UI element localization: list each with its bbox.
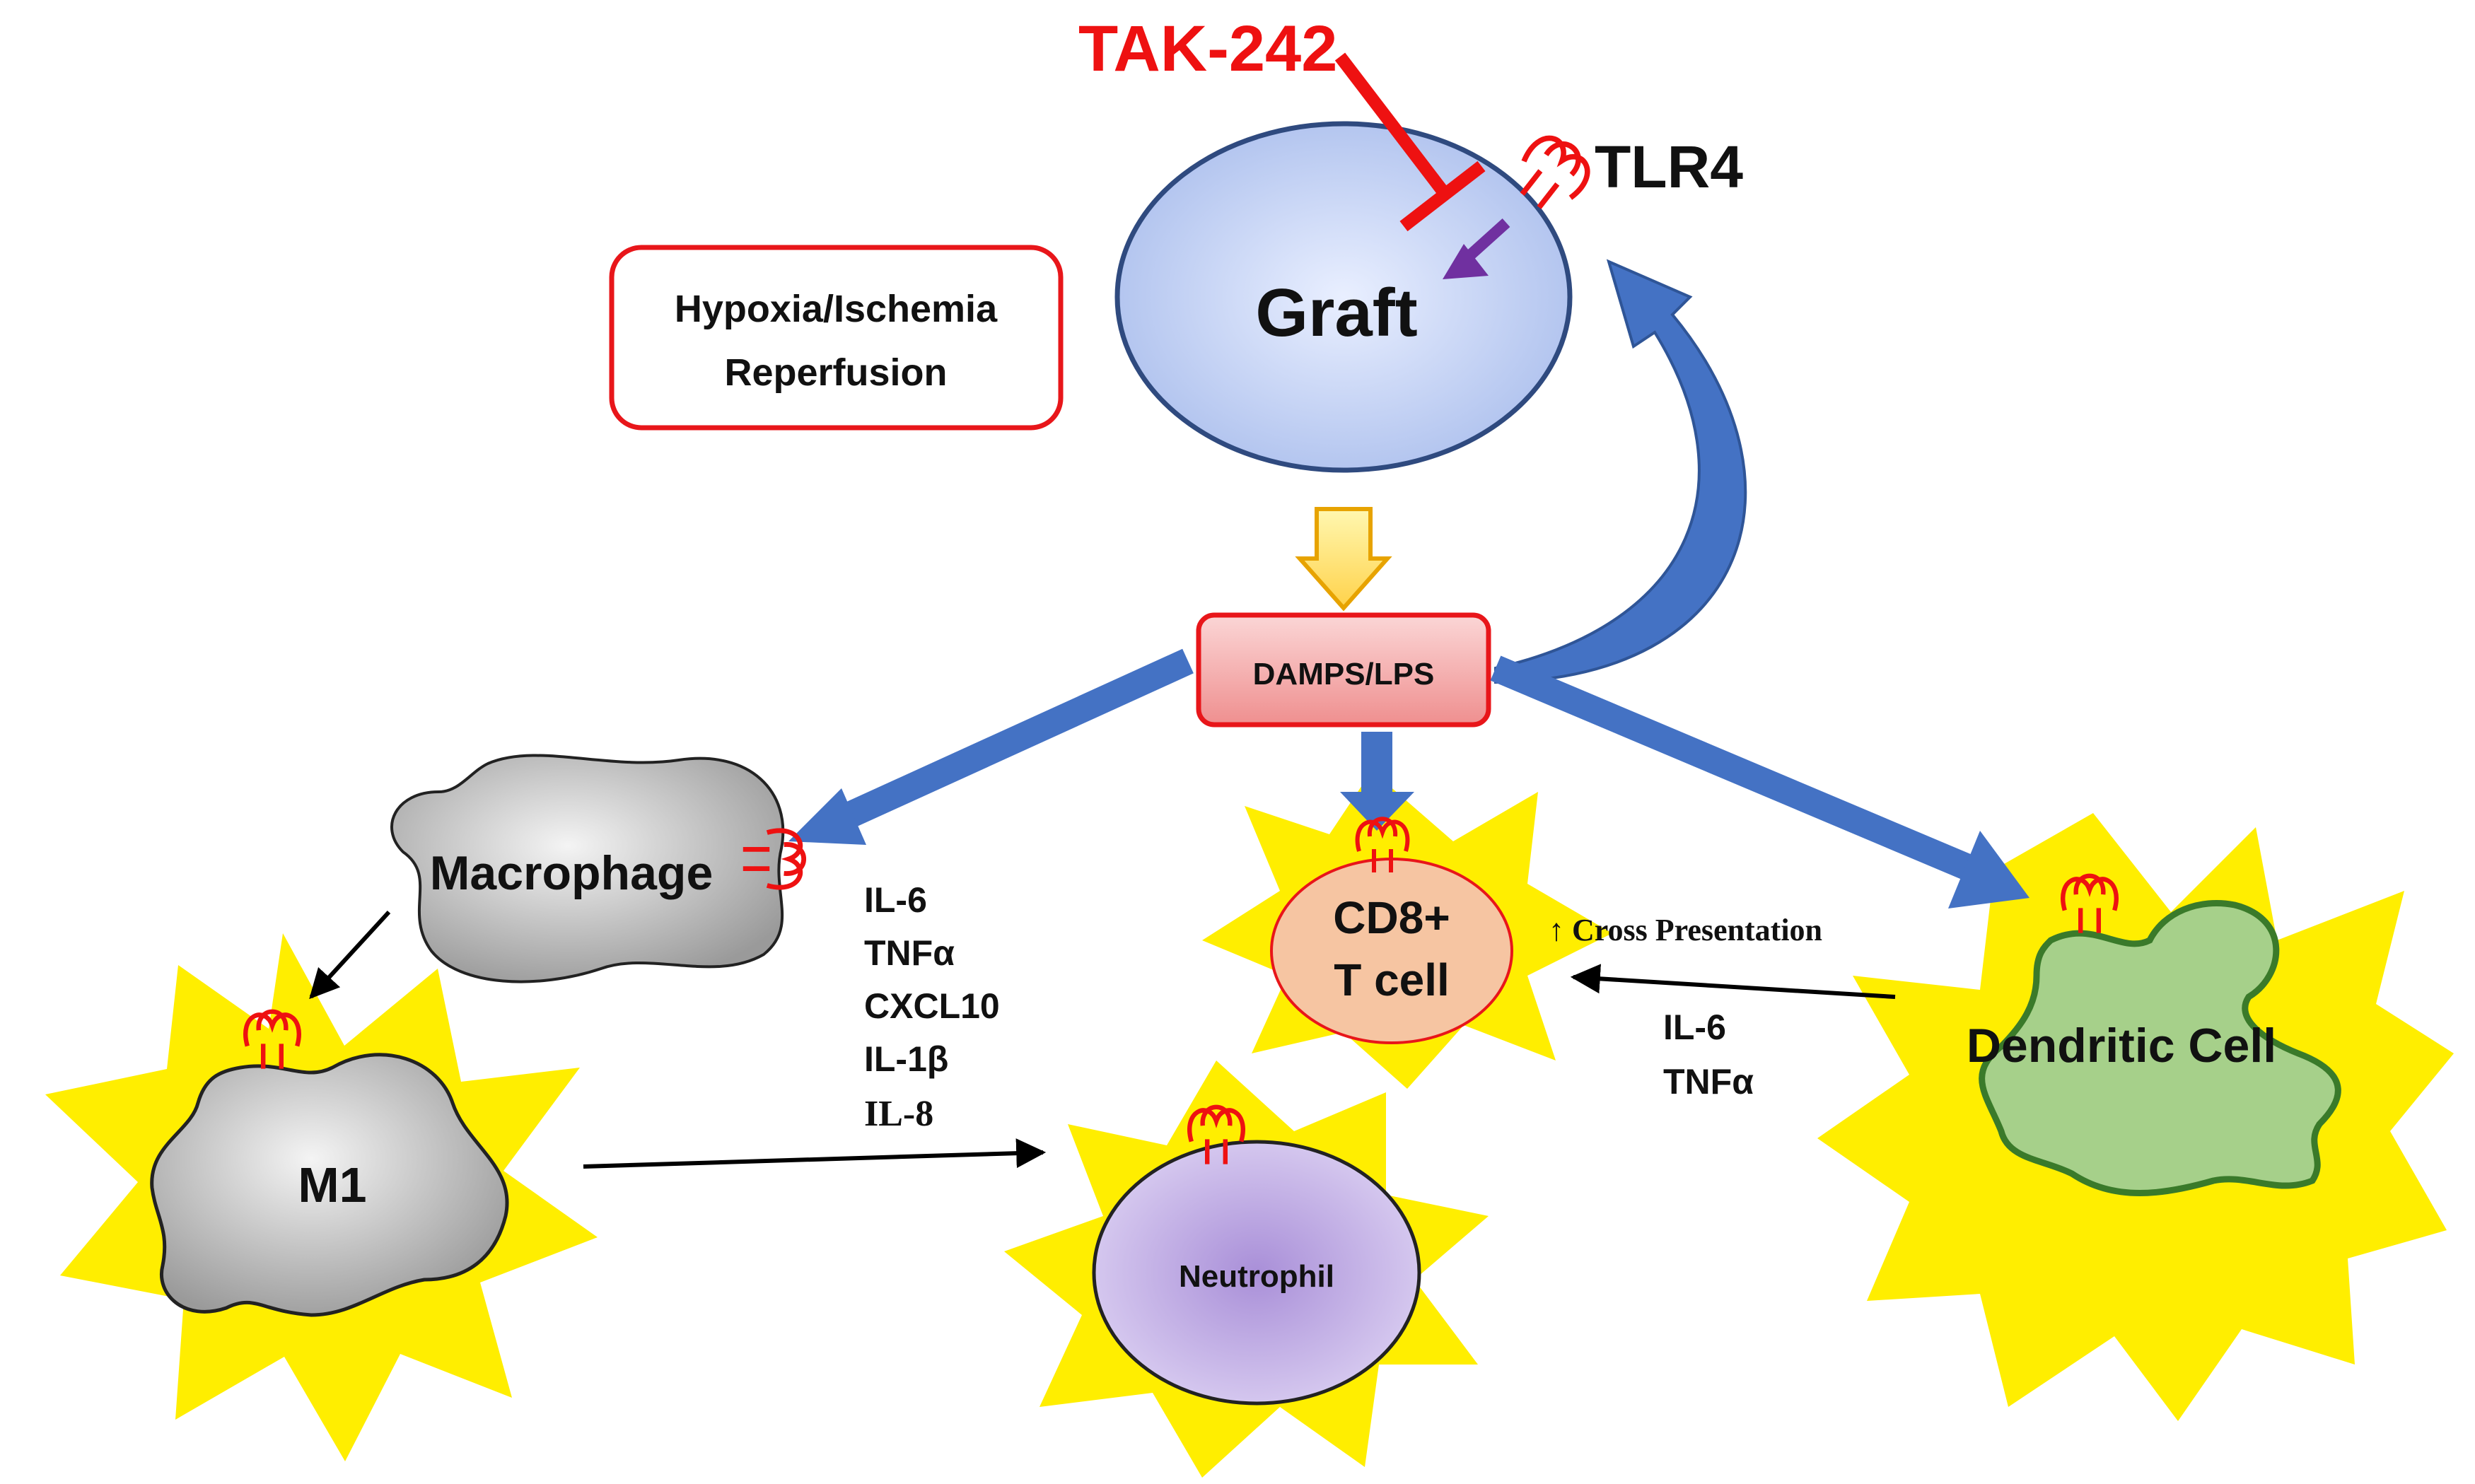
dendritic-to-cd8-arrow [1570,964,1896,999]
cd8-label-line2: T cell [1334,954,1450,1005]
m1-label: M1 [298,1157,366,1213]
damps-to-macrophage-arrow [788,648,1194,845]
condition-box [609,245,1064,431]
damps-lps-box[interactable] [1196,612,1491,728]
cytokine-il1b: IL-1β [864,1039,948,1079]
macrophage-label: Macrophage [430,846,714,900]
dendritic-cytokine-list: IL-6 TNFα [1663,1007,1754,1102]
condition-line1: Hypoxia/Ischemia [675,288,998,330]
tlr4-signal-arrowhead [1443,244,1489,279]
cytokine-cxcl10: CXCL10 [864,986,1000,1026]
neutrophil-cell[interactable] [1092,1140,1421,1406]
graft-to-damps-arrow [1295,507,1392,612]
macrophage-cell[interactable] [390,754,785,983]
m1-cell[interactable] [150,1053,509,1317]
damps-to-dendritic-arrow [1490,655,2030,908]
graft-cell[interactable] [1114,121,1573,473]
cytokine-il6: IL-6 [864,880,927,920]
damps-label: DAMPS/LPS [1253,657,1435,691]
damps-to-graft-feedback-arrow [1494,259,1747,684]
graft-label: Graft [1255,275,1417,351]
tlr4-signal-arrow [1467,218,1510,259]
cytokine-tnfa: TNFα [864,933,955,973]
damps-to-cd8-arrow [1340,732,1414,831]
tlr4-label: TLR4 [1595,134,1743,200]
m1-to-neutrophil-arrow [583,1138,1047,1169]
cytokine-il8: IL-8 [864,1094,933,1134]
dendritic-label: Dendritic Cell [1967,1019,2276,1073]
cd8-label-line1: CD8+ [1333,892,1450,943]
drug-label: TAK-242 [1078,13,1337,85]
neutrophil-label: Neutrophil [1179,1259,1334,1294]
cd8-t-cell[interactable] [1270,858,1513,1044]
dendritic-cell[interactable] [1979,899,2341,1196]
dc-cytokine-il6: IL-6 [1663,1007,1726,1047]
condition-line2: Reperfusion [724,351,947,394]
macrophage-to-m1-arrow [309,910,391,1000]
dc-cytokine-tnfa: TNFα [1663,1062,1754,1102]
cross-presentation-label: ↑ Cross Presentation [1549,913,1822,947]
tak242-inhibition-bar [1399,160,1486,232]
macrophage-cytokine-list: IL-6 TNFα CXCL10 IL-1β IL-8 [864,880,1000,1134]
tak242-inhibition-line [1334,52,1448,195]
